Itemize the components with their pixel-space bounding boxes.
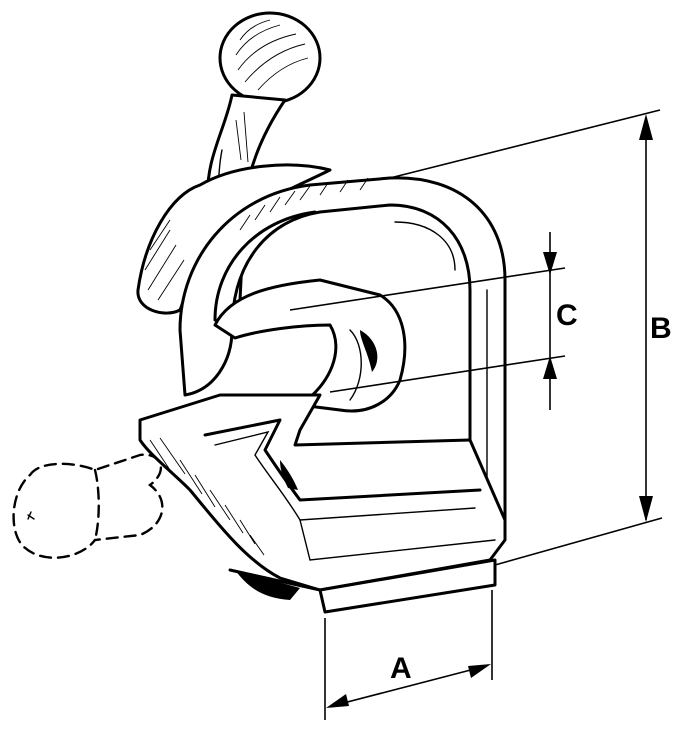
clamp-tongue [213, 278, 407, 413]
base-plate [138, 393, 507, 614]
dimension-a [324, 590, 493, 720]
dimension-c [289, 232, 566, 410]
lever-knob [218, 11, 322, 105]
dimension-b [389, 109, 663, 566]
dimension-b-label: B [650, 312, 672, 345]
dimension-c-label: C [556, 299, 578, 332]
lever-alternate-position-outline [12, 453, 164, 559]
dimension-a-label: A [390, 652, 412, 685]
